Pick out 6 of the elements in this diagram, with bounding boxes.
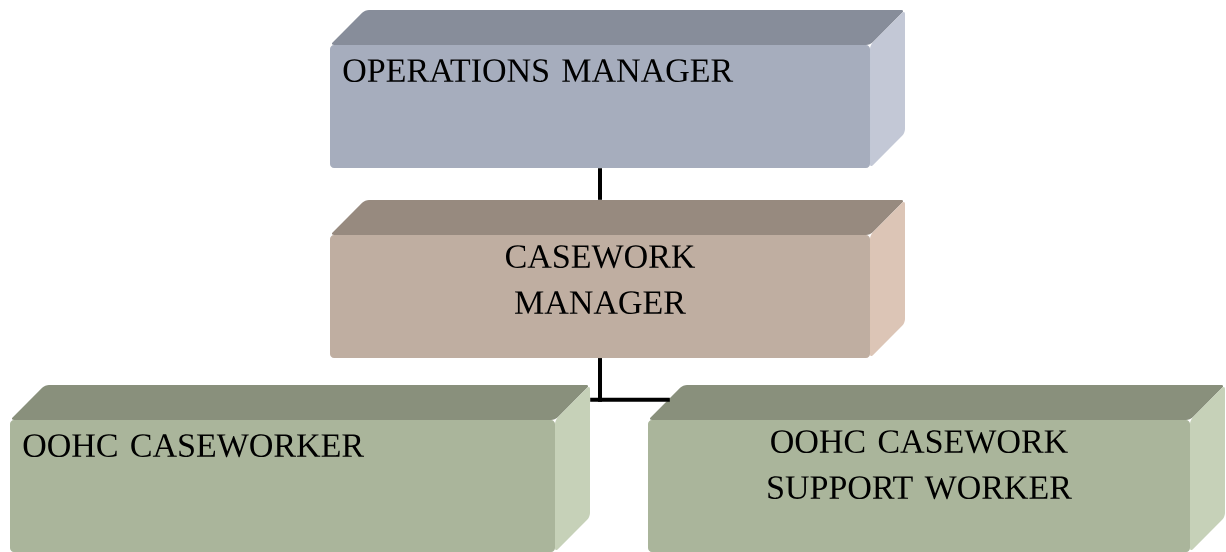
connector-line — [598, 168, 602, 200]
org-box: OPERATIONS MANAGER — [330, 10, 905, 168]
org-box: CASEWORK MANAGER — [330, 200, 905, 358]
org-box: OOHC CASEWORK SUPPORT WORKER — [648, 385, 1225, 552]
org-box: OOHC CASEWORKER — [10, 385, 590, 552]
connector-line — [598, 358, 670, 402]
